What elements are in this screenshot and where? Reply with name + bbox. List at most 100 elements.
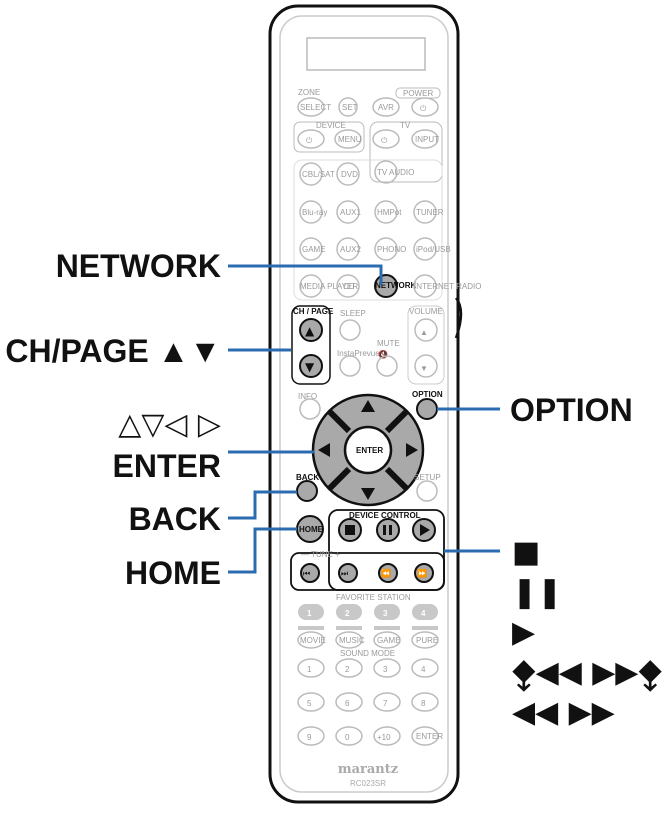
num-5-button[interactable] xyxy=(297,692,325,712)
model-label: RC023SR xyxy=(350,779,386,788)
set-button[interactable] xyxy=(338,97,358,117)
music-button[interactable] xyxy=(335,631,363,649)
num-3-button[interactable] xyxy=(373,658,401,678)
instaprevue-button[interactable] xyxy=(339,355,361,377)
ch-page-label: CH / PAGE xyxy=(293,307,334,316)
dpad-down-button[interactable] xyxy=(361,488,375,500)
cbl-sat-label: CBL/SAT xyxy=(302,170,335,179)
num-enter-button[interactable] xyxy=(411,726,439,746)
num-1-label: 1 xyxy=(307,665,312,674)
fast-forward-button[interactable] xyxy=(414,563,434,583)
menu-label: MENU xyxy=(338,135,362,144)
volume-down-button[interactable] xyxy=(414,354,438,378)
tv-power-button[interactable] xyxy=(372,129,400,149)
pure-button[interactable] xyxy=(411,631,439,649)
movie-label: MOVIE xyxy=(300,636,326,645)
tv-audio-label: TV AUDIO xyxy=(377,168,414,177)
select-button[interactable] xyxy=(297,97,325,117)
tv-power-icon: ⏻ xyxy=(381,136,388,145)
aux1-button[interactable] xyxy=(336,200,360,224)
dvd-button[interactable] xyxy=(336,162,360,186)
hmpot-label: HMPot xyxy=(377,208,402,217)
num-plus10-button[interactable] xyxy=(373,726,401,746)
volume-up-button[interactable] xyxy=(414,318,438,342)
pure-label: PURE xyxy=(416,636,438,645)
avr-button[interactable] xyxy=(372,97,400,117)
ipod-usb-button[interactable] xyxy=(413,237,437,261)
num-7-button[interactable] xyxy=(373,692,401,712)
skip-forward-button[interactable] xyxy=(338,563,358,583)
favorite-station-label: FAVORITE STATION xyxy=(336,593,411,602)
num-8-button[interactable] xyxy=(411,692,439,712)
device-power-button[interactable] xyxy=(297,129,325,149)
phono-label: PHONO xyxy=(377,245,406,254)
dpad-right-button[interactable] xyxy=(406,443,418,457)
bluray-button[interactable] xyxy=(299,200,323,224)
input-button[interactable] xyxy=(411,129,439,149)
number-pad: 1 2 3 4 5 6 7 8 9 0 +10 ENTER xyxy=(297,658,443,746)
power-button[interactable] xyxy=(411,97,439,117)
favorite-3-button[interactable] xyxy=(374,604,400,620)
cd-button[interactable] xyxy=(336,274,360,298)
ch-page-callout: CH/PAGE ▲▼ xyxy=(5,333,221,369)
num-4-button[interactable] xyxy=(411,658,439,678)
num-5-label: 5 xyxy=(307,699,312,708)
rewind-button[interactable] xyxy=(378,563,398,583)
favorite-4-button[interactable] xyxy=(412,604,438,620)
play-icon xyxy=(420,524,430,536)
num-9-button[interactable] xyxy=(297,726,325,746)
pause-button[interactable] xyxy=(376,518,400,542)
power-label: POWER xyxy=(403,89,433,98)
internet-radio-button[interactable] xyxy=(413,274,437,298)
game-label: GAME xyxy=(302,245,326,254)
setup-button[interactable] xyxy=(416,480,438,502)
menu-button[interactable] xyxy=(334,129,362,149)
ch-down-button[interactable] xyxy=(299,354,323,378)
hmpot-button[interactable] xyxy=(374,200,398,224)
num-2-button[interactable] xyxy=(335,658,363,678)
device-frame xyxy=(293,121,365,153)
dvd-label: DVD xyxy=(341,170,358,179)
num-0-button[interactable] xyxy=(335,726,363,746)
cbl-sat-button[interactable] xyxy=(299,162,323,186)
dpad-left-button[interactable] xyxy=(318,443,330,457)
set-label: SET xyxy=(342,103,358,112)
device-control-label: DEVICE CONTROL xyxy=(349,511,421,520)
favorite-1-button[interactable] xyxy=(298,604,324,620)
ch-up-button[interactable] xyxy=(299,318,323,342)
tuner-button[interactable] xyxy=(413,200,437,224)
ch-up-icon: ▲ xyxy=(305,324,315,338)
tuner-label: TUNER xyxy=(416,208,444,217)
dpad-up-button[interactable] xyxy=(361,400,375,412)
sleep-label: SLEEP xyxy=(340,309,366,318)
network-leader xyxy=(228,264,383,285)
media-player-button[interactable] xyxy=(299,274,323,298)
volume-down-icon: ▼ xyxy=(420,364,428,373)
aux2-button[interactable] xyxy=(336,237,360,261)
enter-button-label: ENTER xyxy=(356,446,383,455)
game-button[interactable] xyxy=(299,237,323,261)
enter-button[interactable] xyxy=(343,425,393,475)
dpad-segments xyxy=(326,408,410,492)
num-6-button[interactable] xyxy=(335,692,363,712)
num-9-label: 9 xyxy=(307,733,312,742)
bluray-label: Blu-ray xyxy=(302,208,327,217)
tv-audio-button[interactable] xyxy=(374,160,398,184)
skip-back-button[interactable] xyxy=(300,563,320,583)
game-mode-label: GAME xyxy=(377,636,401,645)
aux2-label: AUX2 xyxy=(340,245,361,254)
mute-button[interactable] xyxy=(376,355,398,377)
sleep-button[interactable] xyxy=(339,319,361,341)
option-button-label: OPTION xyxy=(412,390,443,399)
favorite-2-button[interactable] xyxy=(336,604,362,620)
phono-button[interactable] xyxy=(374,237,398,261)
back-button[interactable] xyxy=(296,480,318,502)
leader-lines xyxy=(228,264,500,574)
info-button[interactable] xyxy=(299,398,321,420)
movie-button[interactable] xyxy=(297,631,325,649)
home-leader xyxy=(228,527,297,574)
num-1-button[interactable] xyxy=(297,658,325,678)
option-button[interactable] xyxy=(416,398,438,420)
game-mode-button[interactable] xyxy=(373,631,401,649)
